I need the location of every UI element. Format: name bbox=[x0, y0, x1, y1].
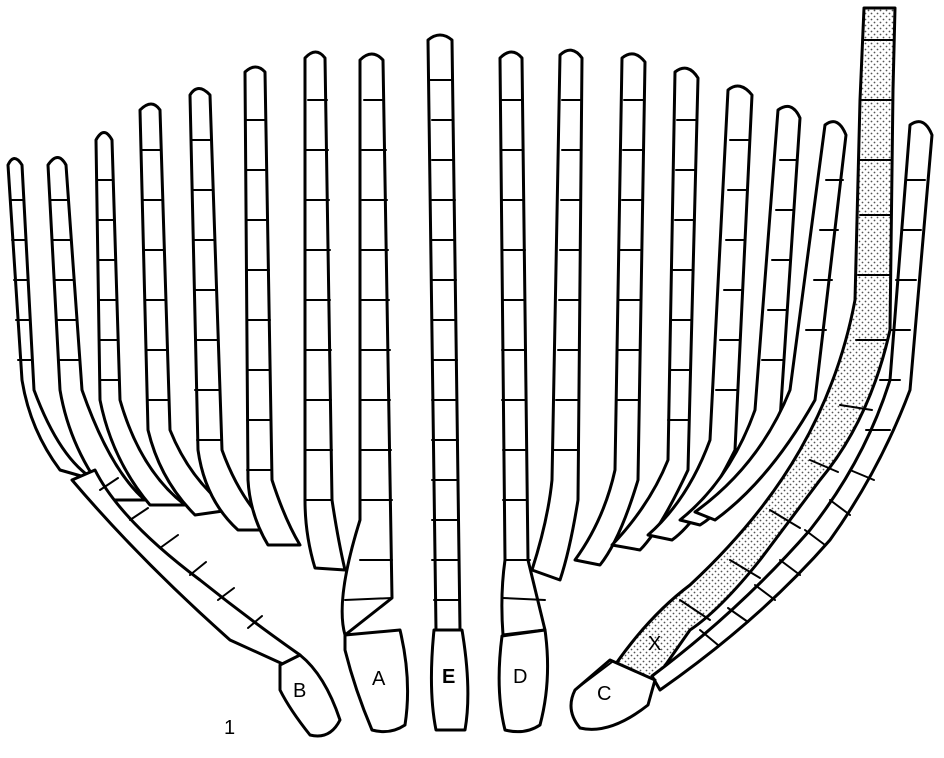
filament-a bbox=[342, 54, 392, 635]
label-a: A bbox=[372, 668, 386, 690]
label-x: X bbox=[648, 633, 661, 655]
filament-left-6 bbox=[245, 67, 300, 545]
label-c: C bbox=[597, 683, 611, 705]
filament-right-1 bbox=[532, 50, 582, 580]
label-d: D bbox=[513, 666, 527, 688]
figure-number: 1 bbox=[224, 717, 235, 739]
filament-e bbox=[428, 35, 460, 630]
filament-left-7 bbox=[305, 52, 345, 570]
label-e: E bbox=[442, 666, 455, 688]
cell-b bbox=[280, 655, 340, 736]
stippled-filament bbox=[615, 8, 895, 680]
label-b: B bbox=[293, 680, 306, 702]
filament-right-2 bbox=[575, 54, 645, 565]
